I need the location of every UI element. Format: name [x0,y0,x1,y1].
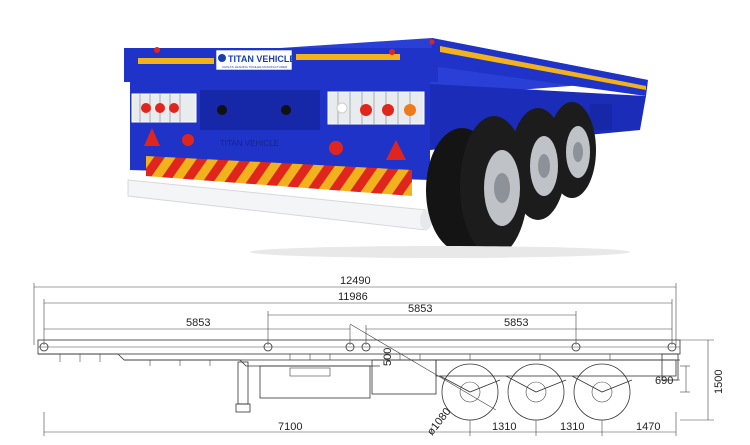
brand-plate [215,49,293,71]
kingpin-to-axle-label: 7100 [278,421,302,433]
brand-tagline: CHINA'S LEADING TRAILER MANUFACTURER [222,65,288,69]
chassis-outline [37,339,681,413]
dim-deck-height: 690 [655,365,690,393]
trailer-photo: TITAN VEHICLE CHINA'S LEADING TRAILER MA… [124,38,648,258]
triangle-reflector-right [386,140,406,160]
deck-height-label: 690 [655,375,673,387]
suspension [435,359,677,393]
dim-bottom-chain: 7100 1310 1310 1470 [43,412,677,436]
frame-depth-label: 500 [382,348,394,366]
tail-light-cage-right [327,91,425,125]
overall-length-label: 12490 [340,275,371,287]
round-reflector-right [329,141,343,155]
rear-plate-text: TITAN VEHICLE [220,139,279,148]
side-stripe [440,46,646,90]
twistlock-span-front-label: 5853 [186,317,210,329]
marker-light-left [154,47,160,53]
hitch-socket-right [281,105,291,115]
dim-overall-length: 12490 [33,275,677,345]
dim-twistlock-spans: 5853 5853 5853 [44,303,672,345]
rear-stripe-right [296,54,400,60]
overall-height-label: 1500 [713,370,725,394]
dim-overall-height: 1500 [680,339,725,421]
deck-length-label: 11986 [338,291,368,303]
hitch-socket-left [217,105,227,115]
brand-logo-icon [218,54,226,62]
side-elevation-drawing: 12490 11986 5853 5853 5853 [33,275,725,438]
dim-deck-length: 11986 [43,291,673,345]
axle-spacing-2-label: 1310 [560,421,584,433]
twistlock-span-rear-label: 5853 [504,317,528,329]
wheel-front [426,116,528,256]
rear-stripe-left [138,58,214,64]
triangle-reflector-left [144,128,160,146]
axle-spacing-1-label: 1310 [492,421,516,433]
wheel-diameter-label: ø1080 [425,406,454,438]
tail-light-cage-left [131,93,197,123]
side-mount [590,104,612,130]
round-reflector-left [182,134,194,146]
brand-name: TITAN VEHICLE [228,54,295,64]
bumper-end [420,210,432,230]
warning-stripe [146,156,412,196]
rear-overhang-label: 1470 [636,421,660,433]
ground-shadow [250,246,630,258]
marker-light-corner [429,39,435,45]
marker-light-right [389,49,395,55]
twistlock-span-middle-label: 5853 [408,303,432,315]
